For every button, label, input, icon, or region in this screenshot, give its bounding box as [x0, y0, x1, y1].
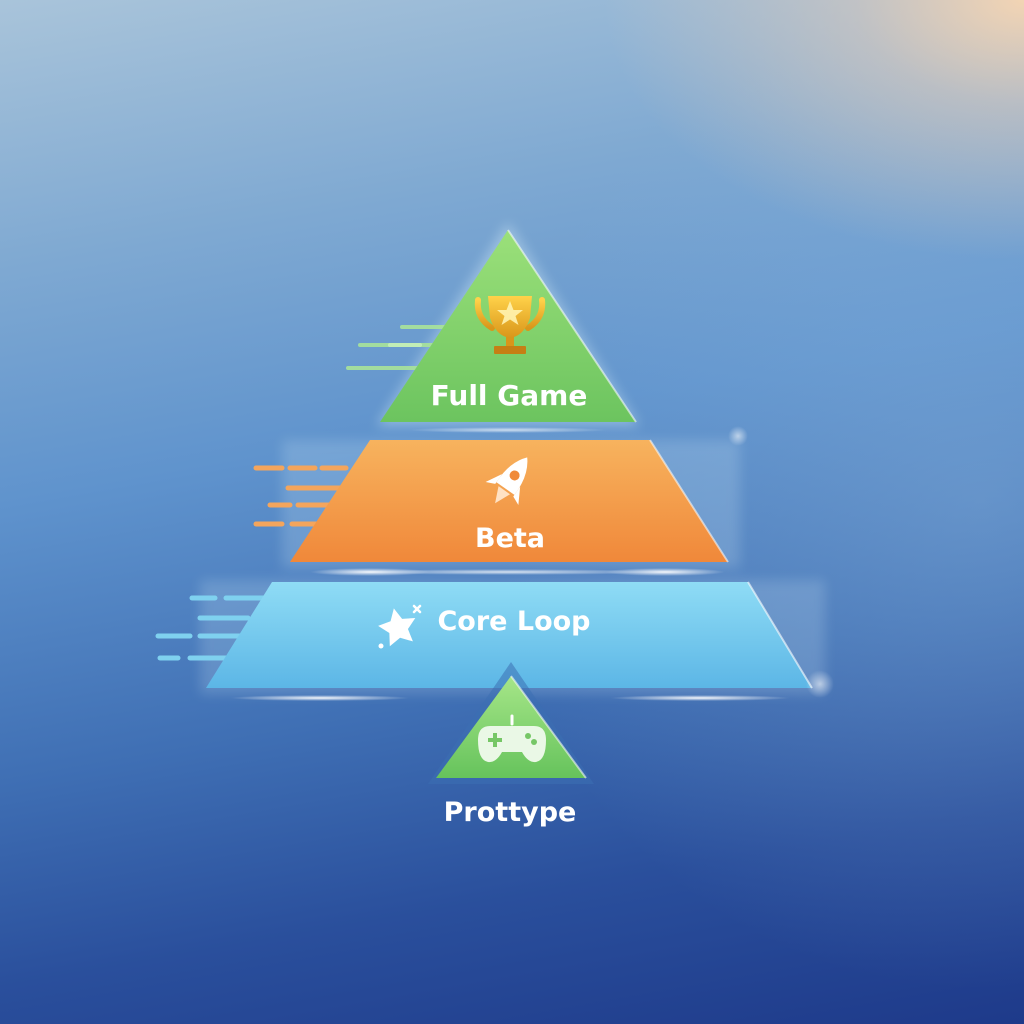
star-icon: [378, 604, 422, 649]
tier-beta-shape: [290, 440, 728, 562]
tier-core-loop: Core Loop: [206, 581, 813, 689]
rocket-icon: [485, 457, 528, 505]
tier-beta-label: Beta: [475, 523, 545, 554]
tier-full-game-label: Full Game: [431, 379, 588, 412]
gamepad-icon: [478, 714, 546, 763]
tier-core-loop-label: Core Loop: [437, 606, 590, 637]
tier-beta: Beta: [290, 439, 729, 563]
tier-core-loop-shape: [206, 582, 812, 688]
tier-full-game: Full Game: [380, 229, 637, 423]
tier-prototype-label: Prottype: [444, 797, 577, 828]
trophy-icon: [474, 296, 546, 354]
tier-prototype: Prottype: [428, 662, 594, 828]
tier-highlights: [230, 426, 834, 701]
